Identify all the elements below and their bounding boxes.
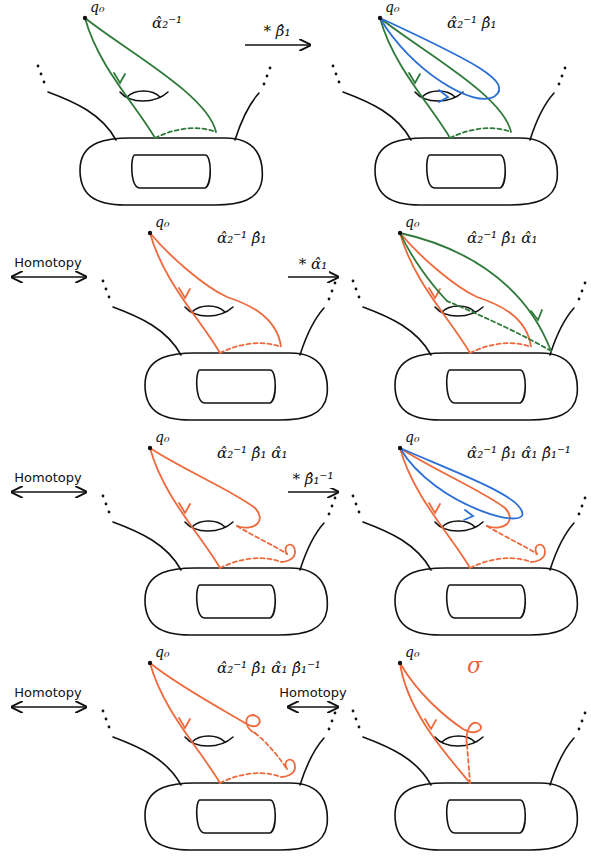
homotopy-label: Homotopy <box>277 685 348 701</box>
basepoint-label: q₀ <box>403 429 422 446</box>
path-label: σ <box>465 653 484 679</box>
basepoint-label: q₀ <box>403 644 422 661</box>
path-label: α̂₂⁻¹ β̂₁ α̂₁ β̂₁⁻¹ <box>465 444 573 462</box>
homotopy-label: Homotopy <box>12 255 83 271</box>
path-label: α̂₂⁻¹ β̂₁ α̂₁ <box>215 444 289 462</box>
operation-label: * β̂₁ <box>262 22 293 40</box>
path-label: α̂₂⁻¹ β̂₁ α̂₁ <box>465 229 539 247</box>
path-label: α̂₂⁻¹ <box>150 14 184 32</box>
path-label: α̂₂⁻¹ β̂₁ α̂₁ β̂₁⁻¹ <box>215 659 323 677</box>
operation-label: * β̂₁⁻¹ <box>291 470 336 488</box>
basepoint-label: q₀ <box>88 0 107 16</box>
path-label: α̂₂⁻¹ β̂₁ <box>445 14 499 32</box>
path-label: α̂₂⁻¹ β̂₁ <box>215 229 269 247</box>
basepoint-label: q₀ <box>153 429 172 446</box>
basepoint-label: q₀ <box>403 214 422 231</box>
operation-label: * α̂₁ <box>297 255 329 273</box>
homotopy-label: Homotopy <box>12 470 83 486</box>
basepoint-label: q₀ <box>153 214 172 231</box>
basepoint-label: q₀ <box>383 0 402 16</box>
homotopy-label: Homotopy <box>12 685 83 701</box>
basepoint-label: q₀ <box>153 644 172 661</box>
